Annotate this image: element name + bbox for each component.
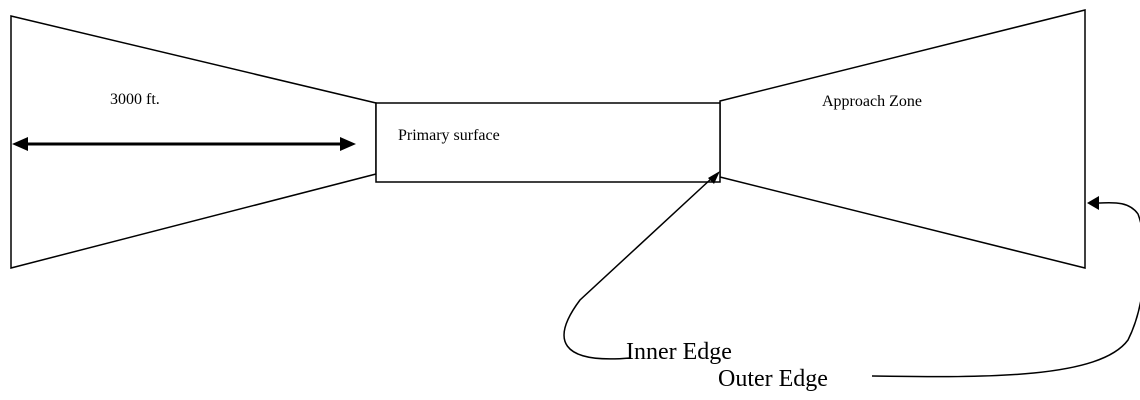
primary-surface <box>375 102 721 183</box>
inner-edge-leader <box>563 171 720 360</box>
distance-label: 3000 ft. <box>110 91 160 108</box>
arrow-head-left <box>12 137 28 151</box>
outer-edge-arrow-head <box>1087 196 1099 210</box>
inner-edge-label: Inner Edge <box>626 339 732 365</box>
arrow-head-right <box>340 137 356 151</box>
distance-dimension-arrow <box>12 137 356 151</box>
outer-edge-leader <box>871 196 1140 378</box>
inner-edge-arrow-head <box>708 171 720 184</box>
approach-zone-label: Approach Zone <box>822 93 922 110</box>
outer-edge-label: Outer Edge <box>718 366 828 392</box>
primary-surface-label: Primary surface <box>398 127 500 144</box>
left-approach-zone <box>10 15 377 269</box>
right-approach-zone <box>719 9 1086 269</box>
